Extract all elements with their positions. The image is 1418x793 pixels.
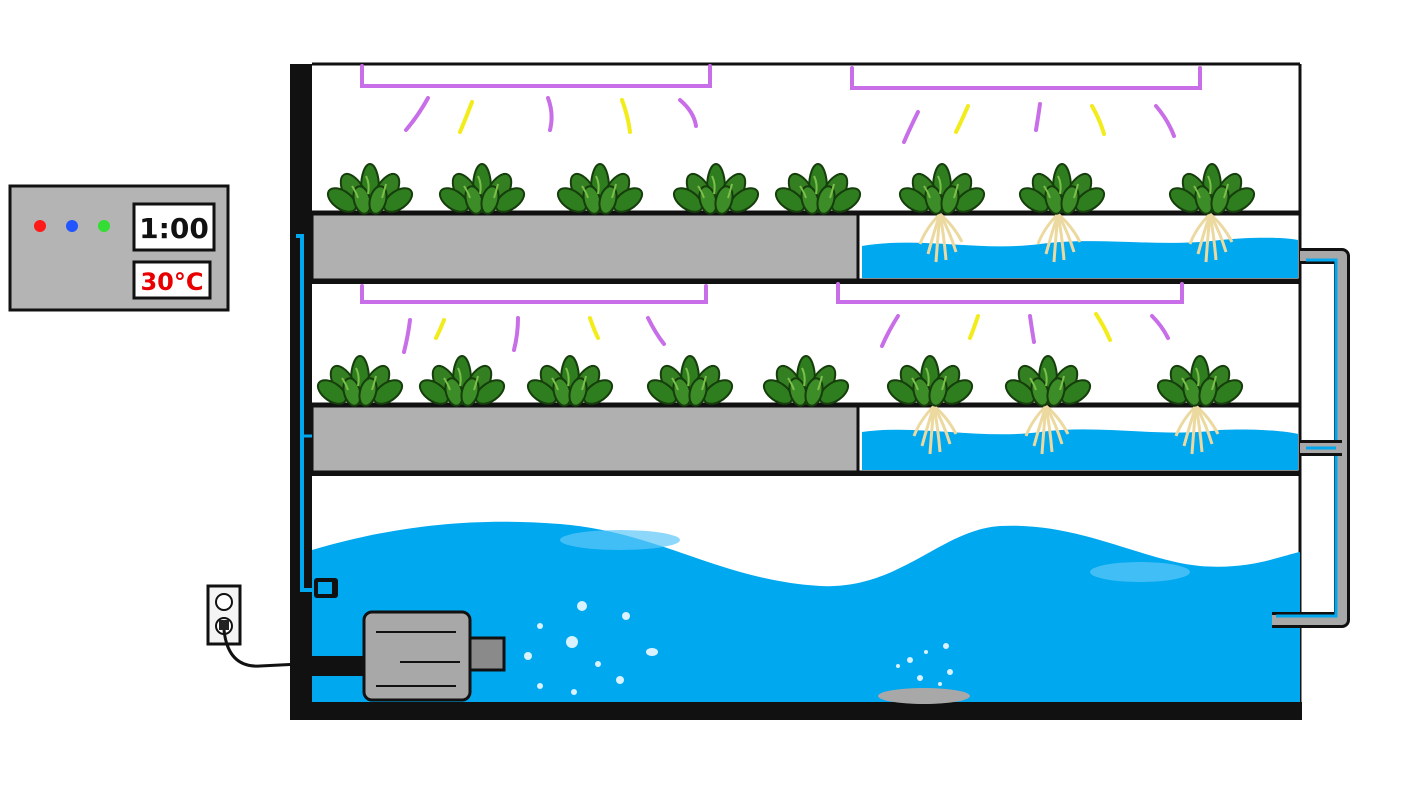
power-cord [222, 629, 301, 668]
channel-water-top [862, 237, 1298, 278]
grow-bed-top-left [310, 212, 860, 282]
channel-water-middle [862, 429, 1298, 470]
grow-light-icon [850, 66, 1202, 90]
control-panel: 1:00 30°C [8, 184, 230, 312]
reservoir-water [312, 521, 1300, 702]
grow-bed-middle-left [310, 404, 860, 474]
temperature-display-value: 30°C [140, 268, 203, 296]
timer-display-value: 1:00 [139, 212, 209, 245]
water-highlight [560, 530, 680, 550]
red-indicator-icon [34, 220, 46, 232]
water-pump-icon [300, 610, 506, 702]
temperature-display [132, 260, 212, 300]
air-stone-icon [878, 688, 970, 704]
return-pipe-right [1272, 248, 1350, 628]
green-indicator-icon [98, 220, 110, 232]
blue-indicator-icon [66, 220, 78, 232]
light-rays [402, 96, 1176, 354]
water-highlight [1090, 562, 1190, 582]
air-bubbles [524, 601, 953, 695]
timer-display [132, 202, 216, 252]
grow-light-icon [360, 284, 708, 304]
supply-pipe-left [296, 234, 338, 598]
grow-light-icon [836, 282, 1184, 304]
grow-light-icon [360, 64, 712, 88]
